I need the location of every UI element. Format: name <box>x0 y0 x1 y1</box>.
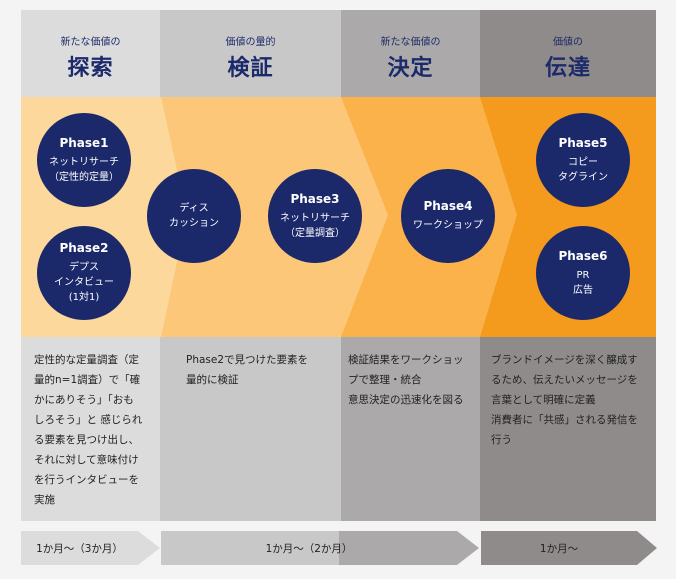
description-explore: 定性的な定量調査（定 量的n=1調査）で「確 かにありそう」「おも しろそう」と… <box>21 337 160 521</box>
header-subtitle: 価値の <box>553 37 583 48</box>
phase-text: （定性的定量） <box>49 171 119 183</box>
phase-text: （定量調査） <box>285 227 345 239</box>
phase-text: インタビュー <box>54 277 114 288</box>
description-line: を行うインタビューを <box>34 474 139 486</box>
description-line: それに対して意味付け <box>34 454 139 466</box>
description-line: 実施 <box>34 494 55 506</box>
description-verify: Phase2で見つけた要素を 量的に検証 <box>160 337 341 521</box>
description-line: 量的に検証 <box>186 374 239 386</box>
description-line: 意思決定の迅速化を図る <box>348 394 464 406</box>
duration-arrow-2 <box>161 531 479 565</box>
phase-text: 広告 <box>573 284 593 296</box>
description-line: 行う <box>491 434 512 446</box>
header-verify: 価値の量的 検証 <box>160 10 341 97</box>
header-subtitle: 新たな価値の <box>380 37 441 48</box>
description-line: Phase2で見つけた要素を <box>186 354 309 366</box>
header-title: 検証 <box>227 56 274 81</box>
phase-text: タグライン <box>558 171 608 183</box>
duration-arrow-3 <box>481 531 657 565</box>
phase-label: Phase2 <box>59 241 109 255</box>
phase-label: Phase4 <box>423 199 473 213</box>
header-title: 決定 <box>387 56 434 81</box>
description-decide: 検証結果をワークショッ プで整理・統合 意思決定の迅速化を図る <box>341 337 480 521</box>
discussion-circle: ディス カッション <box>147 169 241 263</box>
description-line: ブランドイメージを深く醸成す <box>491 354 638 366</box>
phase-label: Phase6 <box>558 248 608 263</box>
description-text: Phase2で見つけた要素を 量的に検証 <box>186 350 308 390</box>
phase-text: ネットリサーチ <box>49 156 119 168</box>
description-text: 定性的な定量調査（定 量的n=1調査）で「確 かにありそう」「おも しろそう」と… <box>34 350 142 510</box>
phase6-circle: Phase6 PR 広告 <box>536 226 630 320</box>
phase3-circle: Phase3 ネットリサーチ （定量調査） <box>268 169 362 263</box>
header-explore: 新たな価値の 探索 <box>21 10 160 97</box>
description-line: 消費者に「共感」される発信を <box>491 414 638 426</box>
description-line: 言葉として明確に定義 <box>491 394 596 406</box>
duration-arrows <box>21 531 657 565</box>
duration-label-2: 1か月～（2か月） <box>265 542 353 555</box>
header-subtitle: 価値の量的 <box>225 37 276 48</box>
phase-text: コピー <box>568 156 598 168</box>
phase1-circle: Phase1 ネットリサーチ （定性的定量） <box>37 113 131 207</box>
phase-label: Phase1 <box>59 135 109 150</box>
header-subtitle: 新たな価値の <box>60 37 121 48</box>
phase-text: (1対1) <box>68 292 100 303</box>
description-line: る要素を見つけ出し、 <box>34 434 139 446</box>
description-line: 量的n=1調査）で「確 <box>34 374 141 386</box>
phase5-circle: Phase5 コピー タグライン <box>536 113 630 207</box>
description-line: プで整理・統合 <box>348 374 422 386</box>
description-line: しろそう」と 感じられ <box>34 414 143 426</box>
duration-label-3: 1か月～ <box>539 542 579 555</box>
description-line: 検証結果をワークショッ <box>348 354 464 366</box>
phase4-circle: Phase4 ワークショップ <box>401 169 495 263</box>
phase-text: ネットリサーチ <box>280 212 350 224</box>
header-decide: 新たな価値の 決定 <box>341 10 480 97</box>
description-line: かにありそう」「おも <box>34 394 134 406</box>
phase-text: カッション <box>169 218 219 229</box>
phase-text: ディス <box>179 203 209 214</box>
description-line: るため、伝えたいメッセージを <box>491 374 638 386</box>
description-text: 検証結果をワークショッ プで整理・統合 意思決定の迅速化を図る <box>348 350 464 410</box>
phase-text: デプス <box>69 262 99 273</box>
header-title: 伝達 <box>544 56 591 81</box>
phase-label: Phase3 <box>290 191 340 206</box>
duration-arrow-1 <box>21 531 160 565</box>
description-deliver: ブランドイメージを深く醸成す るため、伝えたいメッセージを 言葉として明確に定義… <box>480 337 656 521</box>
phase-label: Phase5 <box>558 135 608 150</box>
phase-text: PR <box>576 269 590 281</box>
duration-label-1: 1か月～（3か月） <box>36 542 123 555</box>
description-text: ブランドイメージを深く醸成す るため、伝えたいメッセージを 言葉として明確に定義… <box>491 350 638 450</box>
description-line: 定性的な定量調査（定 <box>34 354 139 366</box>
header-title: 探索 <box>67 56 114 81</box>
phase2-circle: Phase2 デプス インタビュー (1対1) <box>37 226 131 320</box>
phase-text: ワークショップ <box>413 220 483 231</box>
header-deliver: 価値の 伝達 <box>480 10 656 97</box>
